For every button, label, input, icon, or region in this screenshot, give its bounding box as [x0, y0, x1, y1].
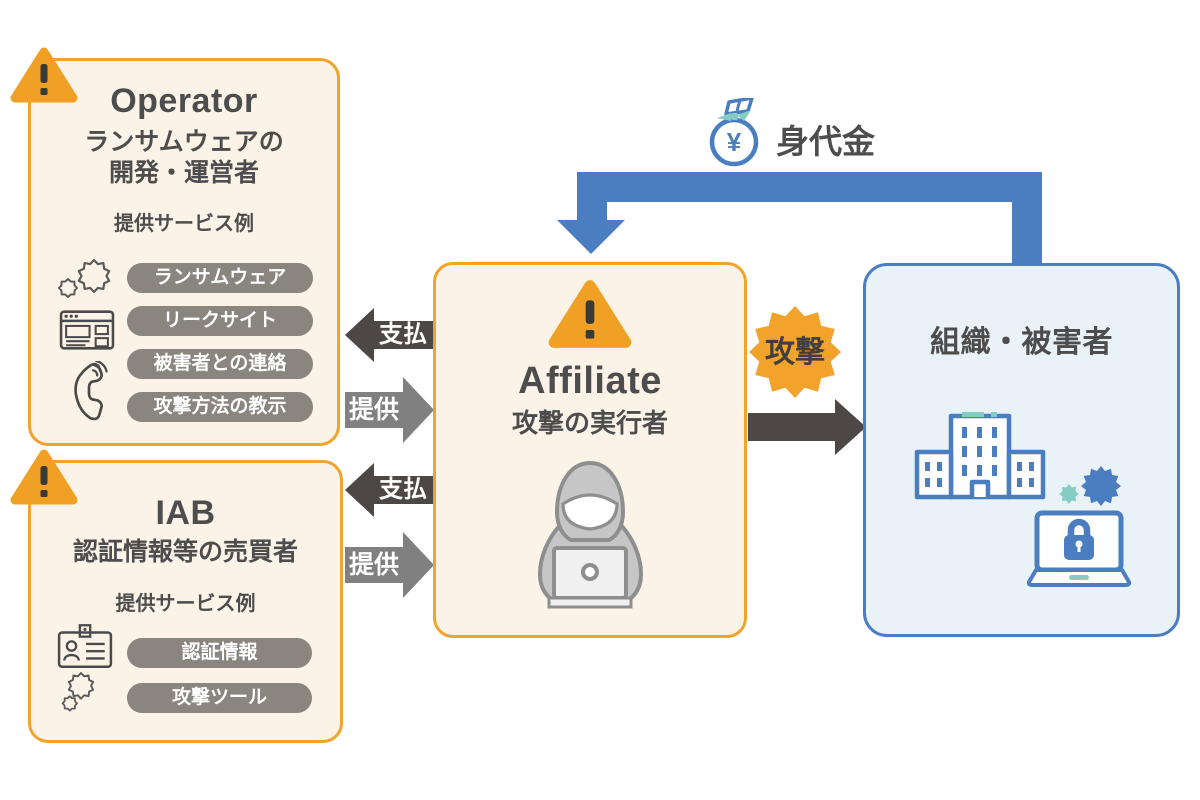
payment-arrow-iab	[345, 463, 433, 517]
operator-subtitle-line2: 開発・運営者	[108, 159, 259, 187]
operator-box: Operator ランサムウェアの 開発・運営者 提供サービス例	[28, 58, 340, 446]
iab-service-pill: 攻撃ツール	[127, 683, 312, 713]
iab-box: IAB 認証情報等の売買者 提供サービス例 認証情報 攻撃ツール	[28, 460, 343, 743]
yen-symbol: ¥	[727, 127, 742, 157]
ransom-arrow	[557, 172, 1042, 263]
iab-service-pill: 認証情報	[127, 638, 312, 668]
affiliate-title: Affiliate	[518, 360, 662, 402]
attack-arrow	[748, 399, 866, 455]
victim-title: 組織・被害者	[930, 326, 1113, 359]
locked-laptop-icon	[1027, 510, 1131, 587]
warning-triangle-icon	[10, 449, 78, 505]
payment-arrow-operator	[345, 308, 433, 362]
operator-service-pill: 攻撃方法の教示	[127, 392, 313, 422]
malware-burst-icon	[1059, 466, 1121, 506]
gears-icon	[61, 672, 95, 712]
ransom-label: 身代金	[776, 123, 875, 160]
payment-label-iab: 支払	[379, 476, 427, 503]
browser-window-icon	[59, 310, 115, 350]
provide-arrow-iab	[345, 532, 434, 598]
payment-label-operator: 支払	[379, 321, 427, 348]
affiliate-subtitle: 攻撃の実行者	[511, 408, 668, 438]
affiliate-box: Affiliate 攻撃の実行者	[433, 262, 747, 638]
warning-triangle-icon	[10, 47, 78, 103]
operator-service-pill: 被害者との連絡	[127, 349, 313, 379]
phone-icon	[74, 361, 108, 421]
attack-label: 攻撃	[765, 336, 825, 369]
id-card-icon	[57, 624, 113, 668]
gears-icon	[58, 258, 111, 298]
provide-label-iab: 提供	[348, 551, 399, 579]
iab-title: IAB	[155, 494, 216, 532]
building-icon	[914, 412, 1046, 500]
operator-service-pill: ランサムウェア	[127, 263, 313, 293]
victim-box: 組織・被害者	[863, 263, 1180, 637]
operator-services-heading: 提供サービス例	[114, 213, 254, 235]
provide-label-operator: 提供	[348, 396, 399, 424]
operator-subtitle-line1: ランサムウェアの	[84, 128, 284, 156]
hacker-icon	[538, 461, 643, 609]
provide-arrow-operator	[345, 377, 434, 443]
attack-burst-icon	[749, 306, 841, 398]
iab-subtitle: 認証情報等の売買者	[72, 538, 298, 566]
money-bag-icon: ¥	[709, 98, 759, 167]
operator-service-pill: リークサイト	[127, 306, 313, 336]
iab-services-heading: 提供サービス例	[115, 593, 256, 615]
warning-triangle-icon	[548, 280, 632, 348]
operator-title: Operator	[110, 82, 258, 120]
